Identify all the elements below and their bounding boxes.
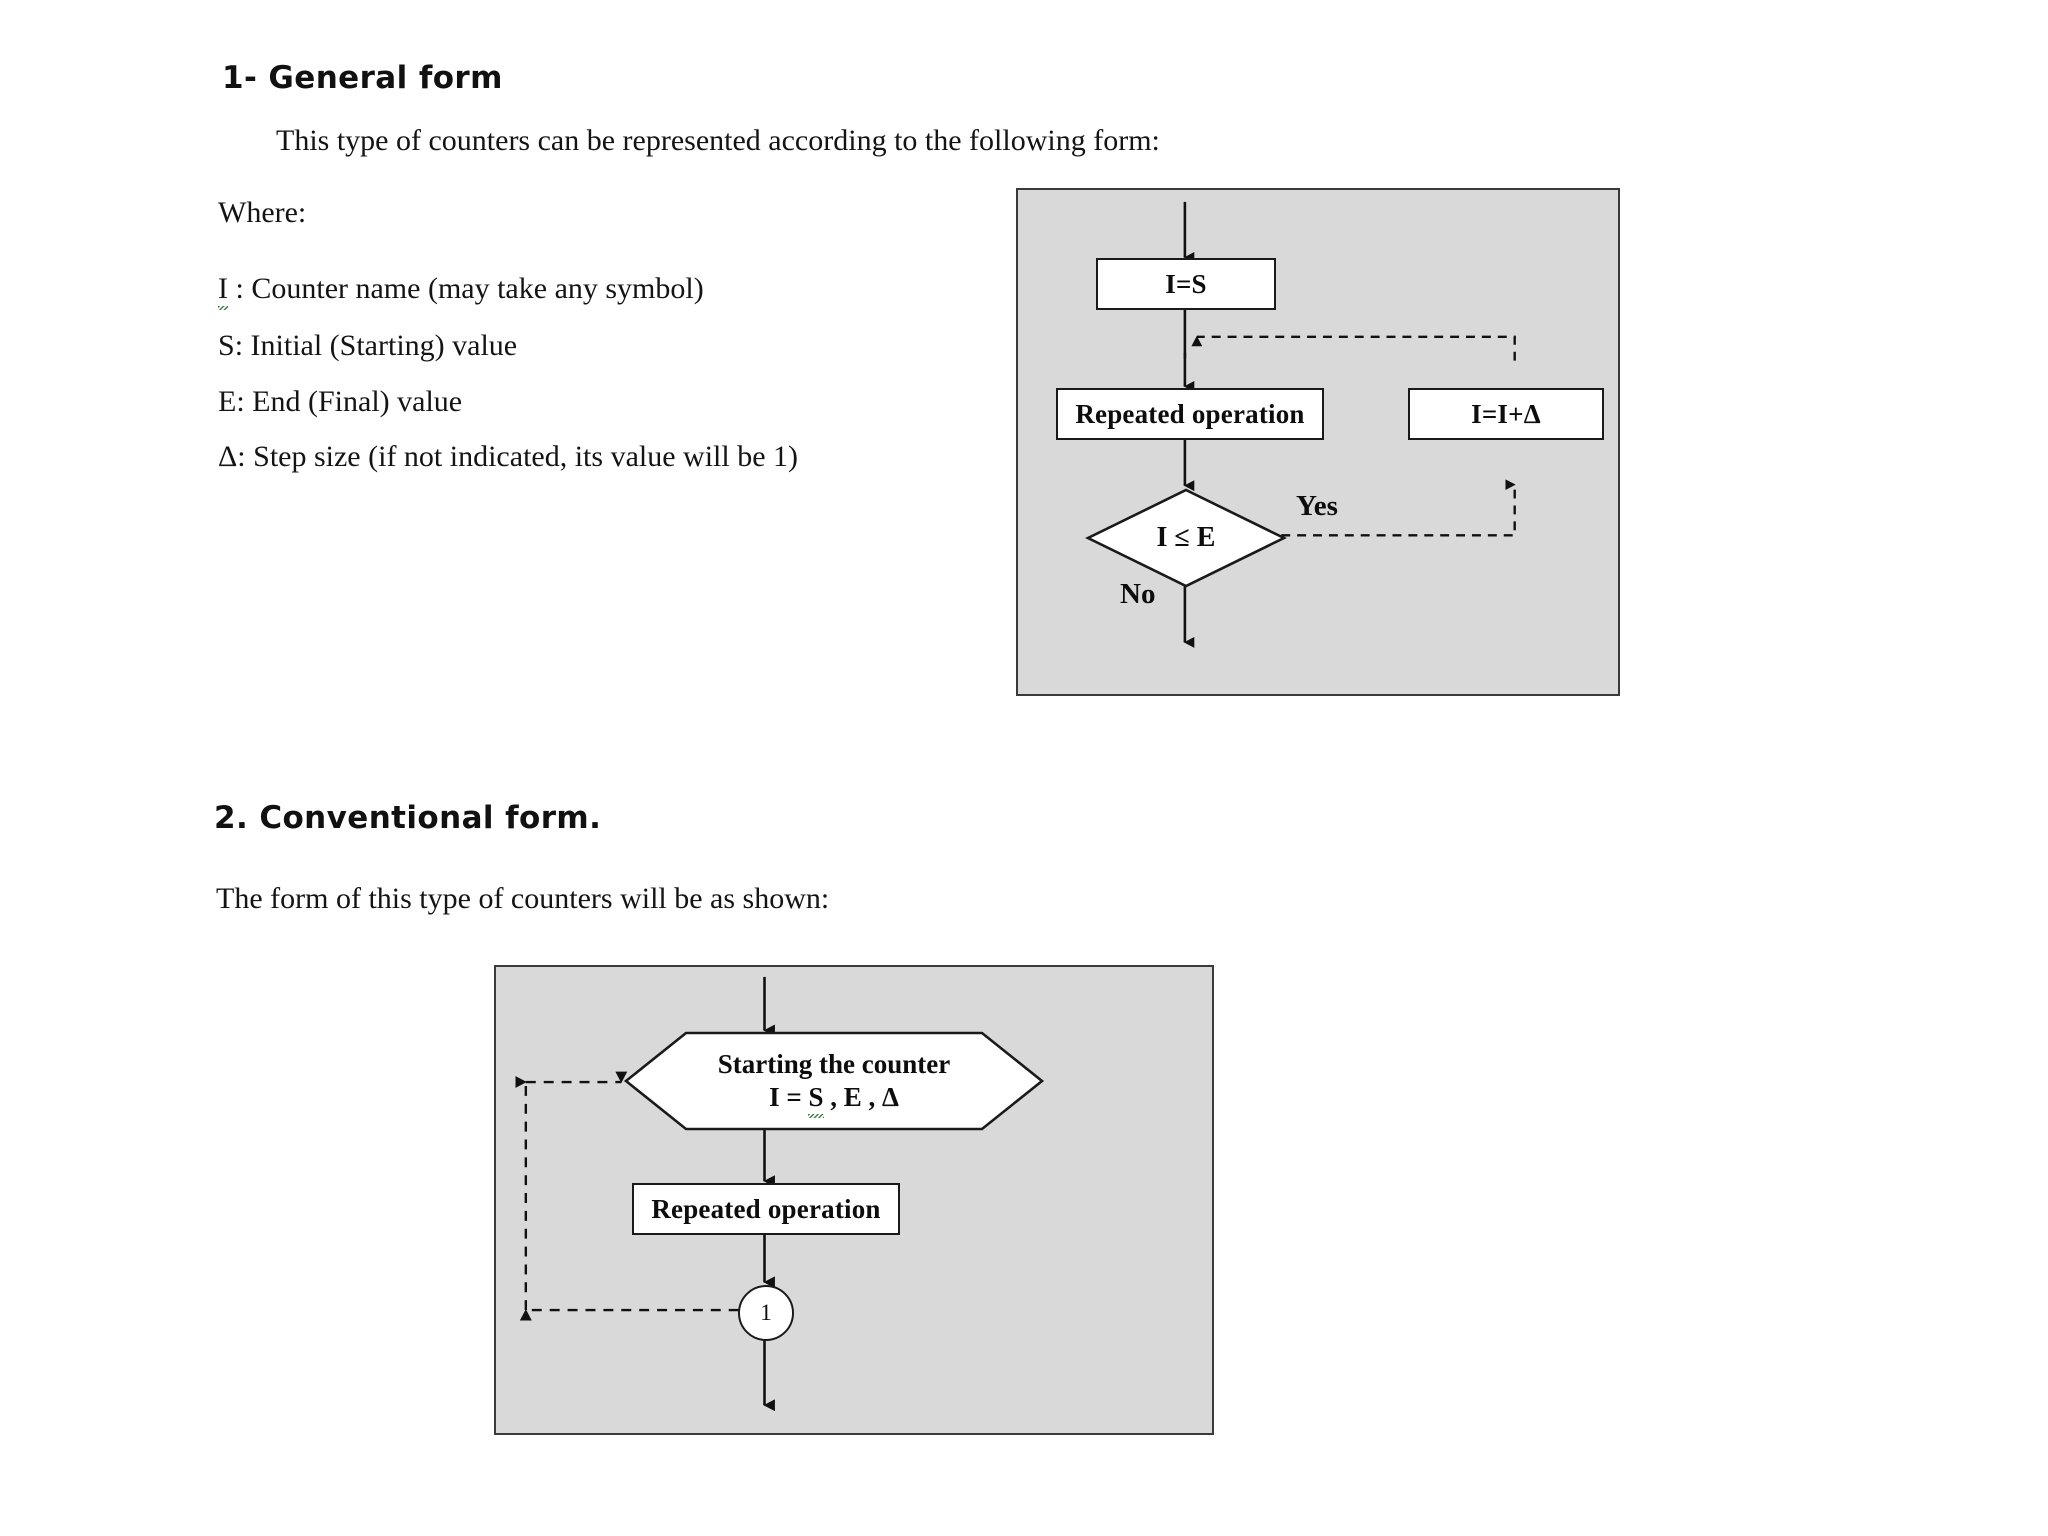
definition-symbol-i: I	[218, 272, 228, 310]
definition-symbol-delta: Δ	[218, 440, 238, 473]
general-form-flowchart-edges	[1183, 201, 1516, 648]
flow-node-connector-1-label: 1	[760, 1300, 772, 1325]
diamond-shape-icon	[1085, 488, 1287, 588]
conventional-form-flowchart-panel: Starting the counter I = S , E , Δ Repea…	[494, 965, 1214, 1435]
flow-node-increment-label: I=I+Δ	[1471, 398, 1541, 429]
definition-separator-s: :	[234, 329, 251, 362]
flow-node-increment: I=I+Δ	[1408, 388, 1604, 440]
section-heading-general-form: 1- General form	[222, 60, 503, 96]
definition-item-delta: Δ: Step size (if not indicated, its valu…	[218, 440, 798, 474]
hexagon-shape-icon	[623, 1031, 1045, 1131]
definition-separator-delta: :	[237, 440, 254, 473]
definition-item-e: E: End (Final) value	[218, 385, 462, 419]
general-form-intro-text: This type of counters can be represented…	[276, 124, 1160, 157]
definition-text-i: Counter name (may take any symbol)	[251, 272, 704, 305]
where-label: Where:	[218, 196, 307, 229]
flow-node-init: I=S	[1096, 258, 1276, 310]
edge-label-yes: Yes	[1296, 490, 1338, 522]
flow-node-body-label: Repeated operation	[1075, 398, 1305, 429]
definition-symbol-e: E	[218, 385, 237, 418]
section-heading-conventional-form: 2. Conventional form.	[214, 800, 602, 836]
definition-separator-i: :	[228, 272, 252, 305]
flow-node-init-label: I=S	[1165, 268, 1207, 299]
definition-text-e: End (Final) value	[252, 385, 463, 418]
general-form-flowchart-panel: I=S Repeated operation I=I+Δ I ≤ E Yes N…	[1016, 188, 1620, 696]
flow-node-start: Starting the counter I = S , E , Δ	[623, 1031, 1045, 1131]
definition-text-delta: Step size (if not indicated, its value w…	[253, 440, 799, 473]
definition-separator-e: :	[236, 385, 253, 418]
edge-label-no: No	[1120, 578, 1156, 610]
flow-node-body: Repeated operation	[1056, 388, 1324, 440]
definition-item-i: I : Counter name (may take any symbol)	[218, 272, 704, 310]
flow-node-decision: I ≤ E	[1085, 488, 1287, 588]
conventional-form-intro-text: The form of this type of counters will b…	[216, 882, 830, 915]
flow-node-body-2-label: Repeated operation	[651, 1193, 881, 1224]
definition-item-s: S: Initial (Starting) value	[218, 329, 517, 363]
edge-incr-to-merge	[1191, 335, 1516, 361]
flow-node-body-2: Repeated operation	[632, 1183, 900, 1235]
definition-symbol-s: S	[218, 329, 235, 362]
definition-text-s: Initial (Starting) value	[250, 329, 518, 362]
flow-node-connector-1: 1	[738, 1285, 794, 1341]
